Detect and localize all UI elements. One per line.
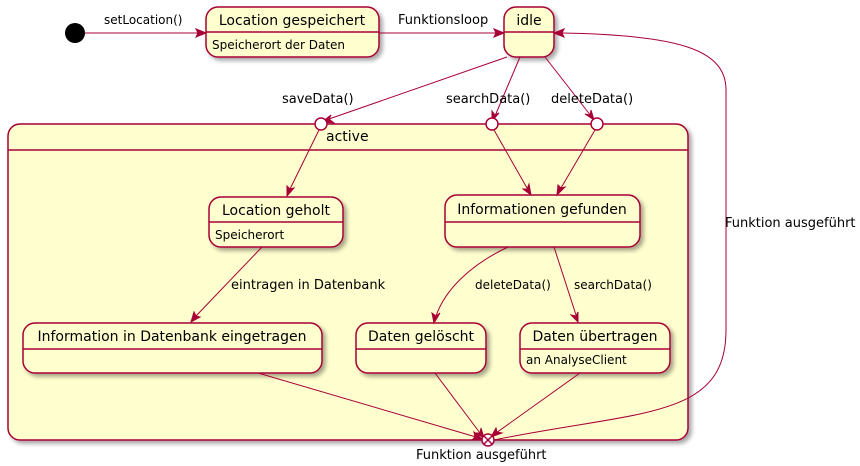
arrowhead <box>556 183 567 197</box>
transition-label-funktion-ausgefuehrt: Funktion ausgeführt <box>725 216 856 231</box>
state-title-location-geholt: Location geholt <box>222 203 330 219</box>
state-detail-location-gespeichert: Speicherort der Daten <box>212 38 345 52</box>
transition-delete-data <box>435 246 509 317</box>
arrowhead <box>286 184 296 198</box>
transition-label-search-data: searchData() <box>574 278 652 292</box>
arrowhead <box>194 28 208 38</box>
exit-point-label: Funktion ausgeführt <box>416 448 547 463</box>
state-title-active: active <box>326 129 369 145</box>
transition-eingetragen-to-exit <box>257 372 477 438</box>
state-detail-location-geholt: Speicherort <box>215 228 284 242</box>
arrowhead <box>473 427 485 440</box>
transition-save-to-location-geholt <box>289 129 320 190</box>
transition-label-delete-data: deleteData() <box>475 278 551 292</box>
exit-point <box>481 433 495 447</box>
transition-eintragen <box>195 246 263 317</box>
arrowhead <box>521 182 532 197</box>
state-detail-daten-uebertragen: an AnalyseClient <box>526 353 627 367</box>
state-informationen-gefunden <box>444 194 641 248</box>
transition-label-set-location: setLocation() <box>104 13 182 27</box>
transition-label-funktionsloop: Funktionsloop <box>398 13 488 28</box>
transition-idle-to-delete <box>544 56 592 117</box>
transition-uebertragen-to-exit <box>495 372 581 434</box>
transition-geloescht-to-exit <box>434 372 481 434</box>
entry-point-label-save: saveData() <box>282 92 354 107</box>
arrowhead <box>569 311 579 324</box>
state-title-daten-uebertragen: Daten übertragen <box>532 329 657 345</box>
state-title-location-gespeichert: Location gespeichert <box>219 13 366 29</box>
state-title-idle: idle <box>516 13 541 29</box>
entry-point-search <box>485 117 499 131</box>
arrowhead <box>431 311 441 325</box>
arrowhead <box>552 28 566 38</box>
arrowhead <box>489 426 504 438</box>
transition-search-data <box>553 246 577 316</box>
transition-search-to-info <box>493 129 528 189</box>
state-daten-geloescht <box>355 322 487 374</box>
state-title-informationen-gefunden: Informationen gefunden <box>457 202 627 218</box>
transition-label-eintragen: eintragen in Datenbank <box>231 278 386 293</box>
entry-point-save <box>314 117 328 131</box>
entry-point-label-search: searchData() <box>446 92 530 107</box>
entry-point-label-delete: deleteData() <box>551 92 633 107</box>
arrowhead <box>492 28 506 38</box>
state-daten-uebertragen <box>519 322 671 374</box>
entry-point-delete <box>590 117 604 131</box>
state-title-daten-geloescht: Daten gelöscht <box>368 329 475 345</box>
transition-funktion-ausgefuehrt <box>493 32 727 441</box>
state-information-eingetragen <box>22 322 323 374</box>
state-title-information-eingetragen: Information in Datenbank eingetragen <box>37 329 306 345</box>
initial-state <box>65 23 85 43</box>
arrowhead <box>190 310 202 324</box>
arrowhead <box>584 109 595 122</box>
transition-idle-to-save <box>328 56 508 120</box>
transition-delete-to-info <box>560 129 596 189</box>
transition-idle-to-search <box>494 56 521 117</box>
